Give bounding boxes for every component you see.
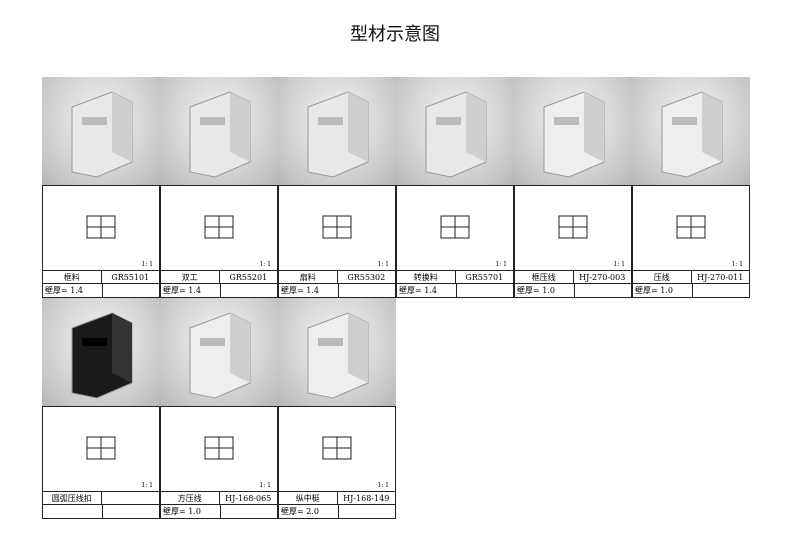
profile-name: 框料 [63, 272, 80, 282]
scale-label: 1: 1 [141, 482, 153, 489]
scale-label: 1: 1 [259, 482, 271, 489]
profile-photo [278, 77, 396, 185]
profile-render-icon [661, 91, 723, 178]
profile-drawing: 1: 1 [160, 406, 278, 491]
wall-thickness: 壁厚= 2.0 [281, 507, 319, 516]
wall-thickness: 壁厚= 1.0 [635, 286, 673, 295]
profile-code: HJ-168-149 [336, 492, 396, 504]
wall-thickness: 壁厚= 1.4 [399, 286, 437, 295]
profile-card: 1: 1 压线 HJ-270-011 壁厚= 1.0 [632, 77, 750, 298]
profile-drawing: 1: 1 [278, 185, 396, 270]
scale-label: 1: 1 [495, 261, 507, 268]
section-drawing-icon [322, 215, 352, 239]
profile-card: 1: 1 纵中梃 HJ-168-149 壁厚= 2.0 [278, 298, 396, 519]
profile-photo [160, 77, 278, 185]
section-drawing-icon [440, 215, 470, 239]
section-drawing-icon [204, 436, 234, 460]
profile-render-icon [189, 312, 251, 399]
profile-render-icon [71, 91, 133, 178]
profile-photo [160, 298, 278, 406]
profile-code: GR55302 [336, 271, 396, 283]
profile-name: 圆弧压线扣 [51, 493, 92, 503]
profile-name: 双工 [181, 272, 198, 282]
profile-render-icon [189, 91, 251, 178]
scale-label: 1: 1 [259, 261, 271, 268]
profile-card: 1: 1 转换料 GR55701 壁厚= 1.4 [396, 77, 514, 298]
section-drawing-icon [676, 215, 706, 239]
profile-code: GR55201 [218, 271, 278, 283]
profile-code [100, 492, 160, 504]
profile-photo [514, 77, 632, 185]
scale-label: 1: 1 [377, 482, 389, 489]
wall-thickness: 壁厚= 1.4 [45, 286, 83, 295]
profile-card: 1: 1 扇料 GR55302 壁厚= 1.4 [278, 77, 396, 298]
profile-name: 纵中梃 [295, 493, 320, 503]
scale-label: 1: 1 [377, 261, 389, 268]
profile-card: 1: 1 框压线 HJ-270-003 壁厚= 1.0 [514, 77, 632, 298]
profile-card: 1: 1 双工 GR55201 壁厚= 1.4 [160, 77, 278, 298]
profile-drawing: 1: 1 [42, 406, 160, 491]
profile-drawing: 1: 1 [396, 185, 514, 270]
profile-code: HJ-270-011 [690, 271, 750, 283]
profile-code: GR55101 [100, 271, 160, 283]
profile-name: 转换料 [413, 272, 438, 282]
profile-code: HJ-168-065 [218, 492, 278, 504]
profile-render-icon [425, 91, 487, 178]
wall-thickness [43, 505, 102, 518]
wall-thickness: 壁厚= 1.4 [163, 286, 201, 295]
profile-photo [42, 77, 160, 185]
profile-photo [42, 298, 160, 406]
profile-name: 框压线 [531, 272, 556, 282]
wall-thickness: 壁厚= 1.0 [517, 286, 555, 295]
section-drawing-icon [322, 436, 352, 460]
profile-drawing: 1: 1 [42, 185, 160, 270]
profile-code: HJ-270-003 [572, 271, 632, 283]
profile-photo [396, 77, 514, 185]
profile-render-icon [543, 91, 605, 178]
profile-drawing: 1: 1 [278, 406, 396, 491]
section-drawing-icon [86, 436, 116, 460]
profile-render-icon [307, 312, 369, 399]
profile-card: 1: 1 方压线 HJ-168-065 壁厚= 1.0 [160, 298, 278, 519]
profile-drawing: 1: 1 [514, 185, 632, 270]
profile-card: 1: 1 框料 GR55101 壁厚= 1.4 [42, 77, 160, 298]
scale-label: 1: 1 [731, 261, 743, 268]
page-title: 型材示意图 [350, 24, 440, 45]
profile-name: 方压线 [177, 493, 202, 503]
profile-name: 压线 [653, 272, 670, 282]
scale-label: 1: 1 [613, 261, 625, 268]
profile-drawing: 1: 1 [632, 185, 750, 270]
section-drawing-icon [204, 215, 234, 239]
profile-photo [278, 298, 396, 406]
profile-name: 扇料 [299, 272, 316, 282]
profile-render-icon [71, 312, 133, 399]
wall-thickness: 壁厚= 1.0 [163, 507, 201, 516]
section-drawing-icon [558, 215, 588, 239]
profile-card: 1: 1 圆弧压线扣 [42, 298, 160, 519]
scale-label: 1: 1 [141, 261, 153, 268]
profile-photo [632, 77, 750, 185]
profile-render-icon [307, 91, 369, 178]
profile-code: GR55701 [454, 271, 514, 283]
section-drawing-icon [86, 215, 116, 239]
wall-thickness: 壁厚= 1.4 [281, 286, 319, 295]
profile-drawing: 1: 1 [160, 185, 278, 270]
